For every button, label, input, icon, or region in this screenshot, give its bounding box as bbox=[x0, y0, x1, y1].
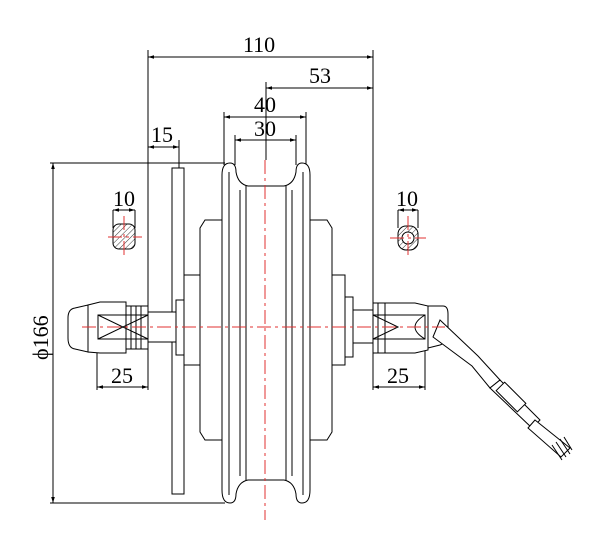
dim-diameter: ϕ166 bbox=[28, 315, 53, 360]
right-axle-nut bbox=[372, 302, 449, 354]
dim-rim-outer-width: 40 bbox=[254, 92, 276, 117]
dim-overall-width: 110 bbox=[243, 32, 275, 57]
dim-left-axle-length: 25 bbox=[111, 363, 133, 388]
dim-right-axle-section: 10 bbox=[396, 186, 418, 211]
motor-body bbox=[175, 219, 354, 441]
dim-brake-offset: 15 bbox=[151, 122, 173, 147]
dim-half-width: 53 bbox=[309, 63, 331, 88]
motor-cable bbox=[432, 319, 573, 461]
center-lines bbox=[82, 160, 445, 520]
dim-rim-inner-width: 30 bbox=[254, 116, 276, 141]
dim-right-axle-length: 25 bbox=[387, 363, 409, 388]
wheel-rim bbox=[221, 162, 311, 504]
dim-left-axle-section: 10 bbox=[113, 186, 135, 211]
dimension-lines bbox=[51, 55, 425, 503]
